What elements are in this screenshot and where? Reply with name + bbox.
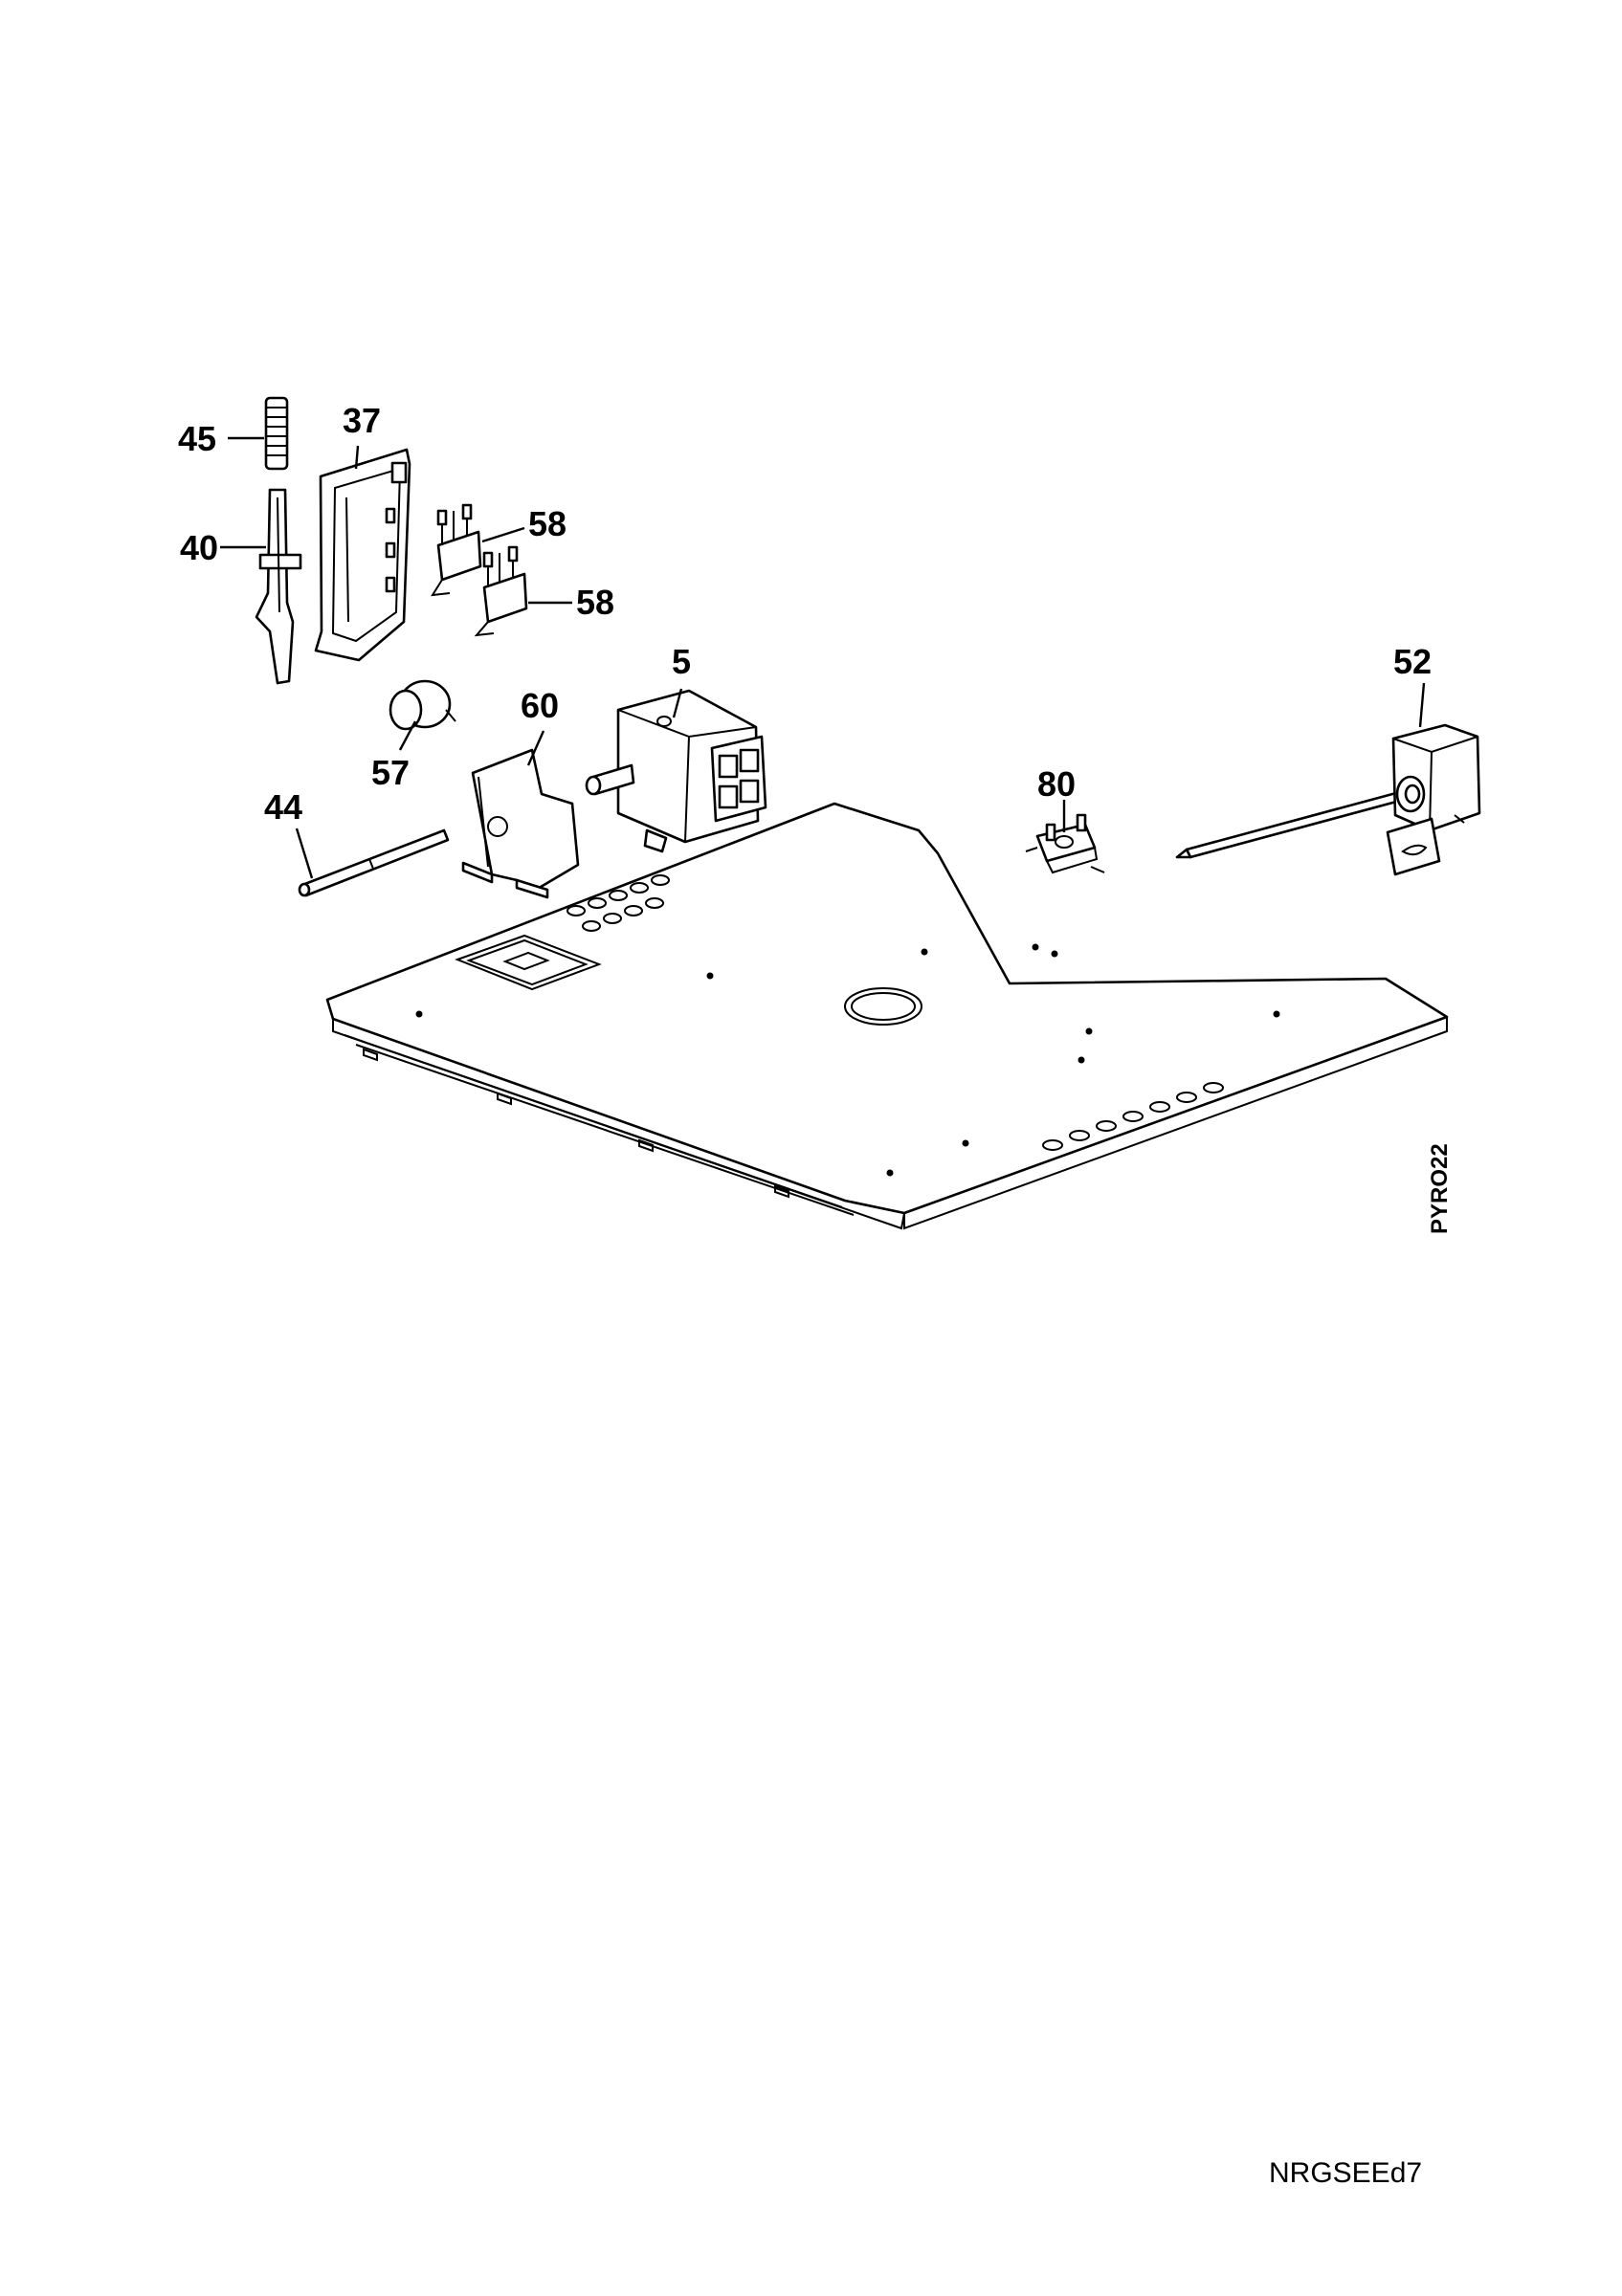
part-58-microswitch-lower — [474, 545, 528, 637]
callout-5: 5 — [672, 642, 691, 681]
callout-45: 45 — [178, 419, 216, 458]
part-57-knob — [389, 679, 456, 731]
callout-44: 44 — [264, 787, 302, 827]
callout-80: 80 — [1037, 764, 1076, 804]
leader-lines — [220, 436, 1426, 879]
part-58-microswitch-upper — [431, 503, 482, 597]
callout-60: 60 — [521, 686, 559, 725]
part-37-switch-holder — [314, 448, 411, 662]
part-52-thermostat-probe — [1175, 723, 1481, 876]
callout-labels: 45 37 40 58 58 5 52 60 57 44 80 — [178, 401, 1432, 827]
callout-52: 52 — [1393, 642, 1432, 681]
part-44-shaft — [298, 828, 450, 897]
callout-37: 37 — [343, 401, 381, 440]
callout-40: 40 — [180, 528, 218, 567]
base-plate — [325, 802, 1449, 1230]
part-5-selector-switch — [585, 689, 767, 853]
reference-code: NRGSEEd7 — [1269, 2157, 1423, 2189]
part-60-bracket-plate — [461, 748, 580, 899]
part-40-slider-rod — [255, 488, 302, 685]
part-80-thermal-cutout — [1025, 813, 1105, 874]
callout-58-upper: 58 — [528, 504, 567, 543]
side-code-label: PYRO22 — [1427, 1143, 1453, 1234]
callout-57: 57 — [371, 753, 410, 792]
callout-58-lower: 58 — [576, 583, 614, 622]
part-45-spring — [264, 396, 289, 471]
